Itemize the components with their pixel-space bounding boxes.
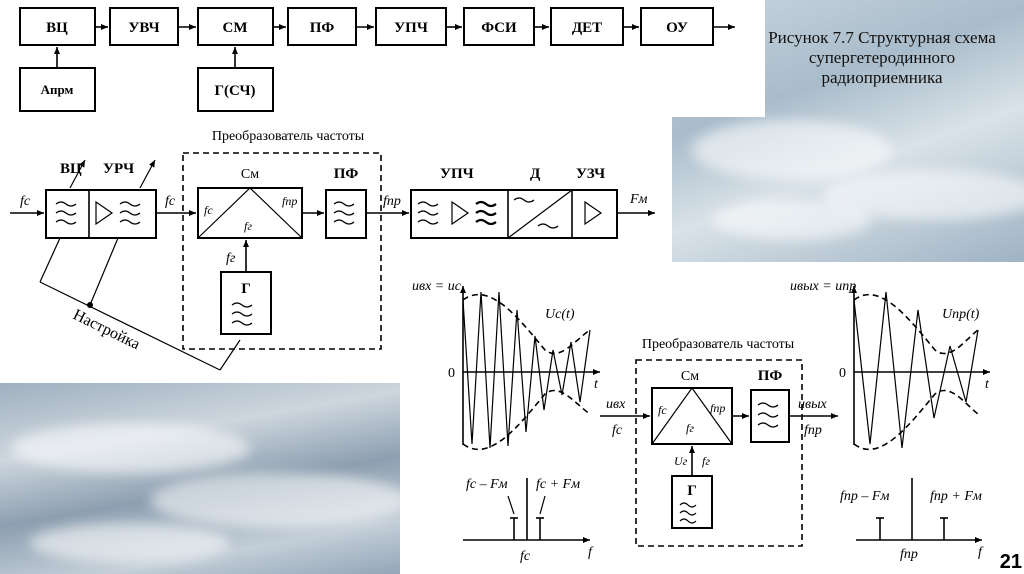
svg-text:ПФ: ПФ xyxy=(758,368,783,384)
svg-text:fпр: fпр xyxy=(900,547,918,562)
top-block-fsi: ФСИ xyxy=(463,7,535,46)
svg-text:Д: Д xyxy=(530,166,541,182)
svg-text:См: См xyxy=(241,167,259,182)
lower-converter: Преобразователь частоты См fс fг fпр ПФ … xyxy=(600,337,838,547)
svg-text:Uпр(t): Uпр(t) xyxy=(942,307,980,322)
svg-text:ДЕТ: ДЕТ xyxy=(572,20,602,36)
svg-text:fпр: fпр xyxy=(383,194,401,209)
svg-text:Г: Г xyxy=(241,281,251,297)
svg-text:УПЧ: УПЧ xyxy=(440,166,474,182)
block-upch-d-uzch xyxy=(410,189,618,239)
svg-text:fпр + Fм: fпр + Fм xyxy=(930,489,982,504)
figure-caption: Рисунок 7.7 Структурная схема супергетер… xyxy=(768,28,996,87)
lower-mixer xyxy=(651,387,733,445)
svg-text:fг: fг xyxy=(244,219,252,233)
top-block-ou: ОУ xyxy=(640,7,714,46)
converter-title: Преобразователь частоты xyxy=(212,129,365,144)
svg-text:ОУ: ОУ xyxy=(666,20,688,36)
svg-text:ПФ: ПФ xyxy=(334,166,359,182)
svg-text:fс – Fм: fс – Fм xyxy=(466,477,508,492)
top-block-pf: ПФ xyxy=(287,7,357,46)
tuning-label: Настройка xyxy=(70,306,142,353)
output-signal-plot: uвых = uпр 0 t Uпр(t) xyxy=(790,279,990,451)
svg-text:fпр – Fм: fпр – Fм xyxy=(840,489,889,504)
svg-text:УВЧ: УВЧ xyxy=(128,20,159,36)
svg-text:uвых = uпр: uвых = uпр xyxy=(790,279,856,294)
svg-text:ВЦ: ВЦ xyxy=(60,161,82,177)
svg-text:fпр: fпр xyxy=(710,401,725,415)
top-block-diagram: ВЦ УВЧ СМ ПФ УПЧ ФСИ ДЕТ ОУ Aпрм Г(СЧ) xyxy=(19,7,735,112)
page-number: 21 xyxy=(999,551,1022,573)
svg-text:ПФ: ПФ xyxy=(310,20,335,36)
svg-text:fс: fс xyxy=(520,549,531,564)
svg-text:fг: fг xyxy=(686,421,694,435)
svg-text:fс: fс xyxy=(612,423,623,438)
svg-text:fс: fс xyxy=(20,194,31,209)
svg-text:fг: fг xyxy=(702,454,710,468)
filter-symbol xyxy=(55,201,77,225)
top-block-generator: Г(СЧ) xyxy=(197,67,274,112)
svg-text:fс: fс xyxy=(165,194,176,209)
svg-text:uвх = uс: uвх = uс xyxy=(412,279,462,294)
svg-text:0: 0 xyxy=(448,366,455,381)
svg-text:ФСИ: ФСИ xyxy=(481,20,517,36)
top-block-vc: ВЦ xyxy=(19,7,96,46)
svg-text:fпр: fпр xyxy=(282,194,297,208)
svg-text:t: t xyxy=(594,377,599,392)
svg-text:f: f xyxy=(588,545,594,560)
svg-text:uвх: uвх xyxy=(606,397,626,412)
top-block-det: ДЕТ xyxy=(550,7,624,46)
svg-text:f: f xyxy=(978,545,984,560)
main-block-diagram: Преобразователь частоты fс ВЦ УРЧ fс См … xyxy=(10,129,655,371)
top-block-sm: СМ xyxy=(197,7,274,46)
svg-text:fг: fг xyxy=(226,251,236,266)
svg-text:Uг: Uг xyxy=(674,454,688,468)
svg-text:Uс(t): Uс(t) xyxy=(545,307,575,322)
svg-text:ВЦ: ВЦ xyxy=(46,20,68,36)
top-block-uvch: УВЧ xyxy=(109,7,179,46)
converter-dashed-box xyxy=(182,152,382,350)
svg-text:Преобразователь частоты: Преобразователь частоты xyxy=(642,337,795,352)
svg-text:УРЧ: УРЧ xyxy=(103,161,134,177)
top-block-antenna: Aпрм xyxy=(19,67,96,112)
amplifier-symbol xyxy=(95,200,114,226)
sky-background-right xyxy=(672,0,1024,262)
svg-text:Г(СЧ): Г(СЧ) xyxy=(214,83,255,99)
input-signal-plot: uвх = uс 0 t Uс(t) xyxy=(412,279,600,451)
svg-text:СМ: СМ xyxy=(223,20,248,36)
sky-background-left xyxy=(0,383,400,574)
output-spectrum: fпр – Fм fпр + Fм fпр f xyxy=(840,478,984,562)
svg-text:uвых: uвых xyxy=(798,397,828,412)
block-generator xyxy=(220,271,272,335)
svg-text:0: 0 xyxy=(839,366,846,381)
svg-text:fс: fс xyxy=(658,403,667,417)
svg-text:fс + Fм: fс + Fм xyxy=(536,477,580,492)
svg-text:УПЧ: УПЧ xyxy=(394,20,428,36)
svg-text:fс: fс xyxy=(204,203,213,217)
top-block-upch: УПЧ xyxy=(375,7,447,46)
svg-text:Aпрм: Aпрм xyxy=(41,82,74,97)
lower-converter-dashed-box xyxy=(635,359,803,547)
input-spectrum: fс – Fм fс + Fм fс f xyxy=(463,477,594,564)
svg-text:УЗЧ: УЗЧ xyxy=(576,166,605,182)
svg-text:См: См xyxy=(681,369,699,384)
svg-text:Fм: Fм xyxy=(629,192,648,207)
svg-text:t: t xyxy=(985,377,990,392)
svg-text:fпр: fпр xyxy=(804,423,822,438)
svg-text:Г: Г xyxy=(687,483,697,499)
